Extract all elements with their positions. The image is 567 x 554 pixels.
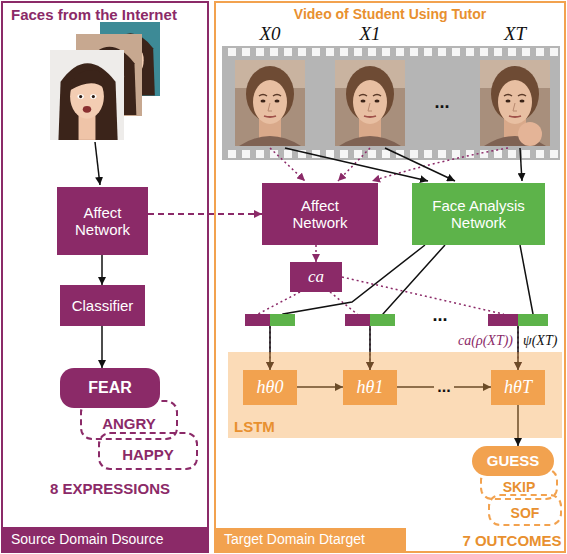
internet-faces bbox=[50, 22, 160, 185]
frame-arrows-part bbox=[270, 148, 305, 181]
node-text: ca bbox=[308, 267, 324, 287]
node-text: Faces from the Internet bbox=[11, 6, 177, 23]
node-text: Affect Network bbox=[61, 204, 144, 239]
connector-arrow bbox=[101, 255, 103, 285]
frame-arrows-part bbox=[385, 148, 455, 181]
frame-arrows bbox=[270, 148, 522, 181]
frame-label: X1 bbox=[359, 23, 380, 45]
node-text: hθT bbox=[504, 377, 532, 398]
outcome-pill: SOF bbox=[488, 494, 562, 526]
node-text: hθ0 bbox=[257, 377, 284, 398]
lstm-cell: hθT bbox=[491, 370, 545, 405]
feature-label: ψ(XT) bbox=[523, 333, 557, 349]
count-label: 7 OUTCOMES bbox=[462, 532, 561, 549]
film-strip bbox=[222, 46, 560, 160]
feature-vectors bbox=[245, 314, 548, 326]
film-strip-part bbox=[518, 122, 542, 146]
feature-vectors-part bbox=[245, 314, 270, 326]
network-box: Face Analysis Network bbox=[412, 183, 545, 245]
film-strip-part bbox=[235, 60, 305, 146]
edge-label: ... bbox=[434, 378, 453, 396]
feature-vectors-part bbox=[488, 314, 518, 326]
connector-arrow bbox=[148, 213, 262, 215]
node-text: Source Domain Dsource bbox=[11, 531, 164, 547]
ellipsis: ... bbox=[430, 305, 449, 326]
classifier-box: Classifier bbox=[60, 285, 145, 326]
node-text: SKIP bbox=[503, 479, 536, 495]
feature-vectors-part bbox=[370, 314, 395, 326]
outcome-pill: GUESS bbox=[472, 446, 554, 476]
film-strip-part bbox=[222, 48, 560, 56]
node-text: Classifier bbox=[72, 297, 134, 314]
feature-box: ca bbox=[290, 262, 342, 292]
lstm-band: LSTM hθ0 hθ1 hθT bbox=[228, 352, 562, 438]
expression-pill: HAPPY bbox=[98, 432, 198, 470]
node-text: Target Domain Dtarget bbox=[224, 531, 365, 547]
domain-band: Target Domain Dtarget bbox=[216, 528, 406, 551]
film-strip-part bbox=[222, 46, 560, 160]
internet-faces-part bbox=[95, 142, 100, 185]
node-text: Face Analysis Network bbox=[420, 197, 537, 232]
node-text: FEAR bbox=[88, 379, 132, 397]
network-box: Affect Network bbox=[57, 187, 148, 255]
film-strip-part bbox=[480, 60, 550, 146]
node-text: GUESS bbox=[487, 452, 540, 469]
ellipsis: ... bbox=[434, 92, 449, 113]
node-text: ANGRY bbox=[102, 415, 156, 432]
connector-arrow bbox=[315, 245, 317, 262]
connector-arrow bbox=[101, 326, 103, 368]
feature-vectors-part bbox=[518, 314, 548, 326]
node-text: Video of Student Using Tutor bbox=[294, 6, 486, 22]
count-label: 8 EXPRESSIONS bbox=[50, 480, 170, 497]
internet-faces-part bbox=[50, 50, 124, 140]
frame-arrows-part bbox=[285, 148, 428, 181]
expression-pill: FEAR bbox=[60, 368, 160, 408]
film-strip-part bbox=[335, 60, 405, 146]
lstm-cell: hθ0 bbox=[243, 370, 297, 405]
network-box: Affect Network bbox=[262, 183, 378, 245]
node-text: Affect Network bbox=[274, 197, 366, 232]
node-text: hθ1 bbox=[357, 377, 384, 398]
frame-arrows-part bbox=[372, 148, 508, 181]
node-text: SOF bbox=[511, 505, 540, 521]
frame-label: XT bbox=[504, 23, 526, 45]
frame-arrows-part bbox=[520, 148, 522, 181]
frame-label: X0 bbox=[259, 23, 280, 45]
feature-label: ca(ρ(XT)) bbox=[458, 333, 513, 349]
feature-vectors-part bbox=[345, 314, 370, 326]
domain-panel: Video of Student Using TutorAffect Netwo… bbox=[214, 1, 566, 553]
feature-vectors-part bbox=[270, 314, 295, 326]
domain-panel: Faces from the InternetAffect NetworkCla… bbox=[1, 1, 209, 553]
node-text: HAPPY bbox=[122, 446, 174, 463]
domain-band: Source Domain Dsource bbox=[3, 527, 207, 551]
node-text: LSTM bbox=[234, 418, 275, 435]
lstm-cell: hθ1 bbox=[343, 370, 397, 405]
internet-faces-part bbox=[58, 63, 117, 140]
